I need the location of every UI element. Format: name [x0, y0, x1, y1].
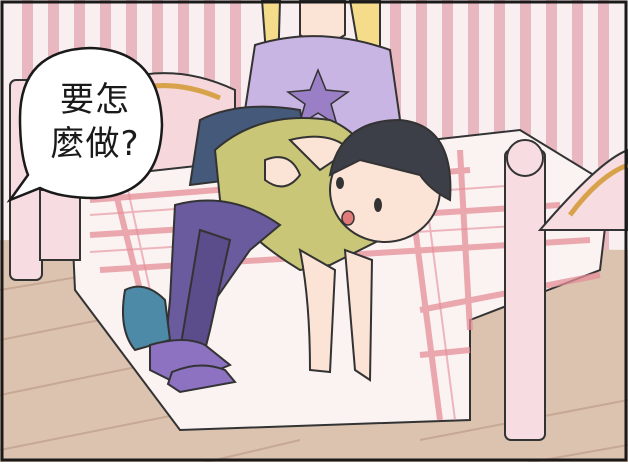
speech-line-1: 要怎: [60, 80, 130, 120]
boy-character: [122, 117, 452, 394]
speech-bubble-text: 要怎 麼做?: [40, 78, 150, 166]
panel-border: [0, 0, 628, 462]
speech-line-2: 麼做?: [50, 124, 140, 164]
speech-bubble: [6, 46, 164, 203]
boy-head: [328, 118, 452, 243]
